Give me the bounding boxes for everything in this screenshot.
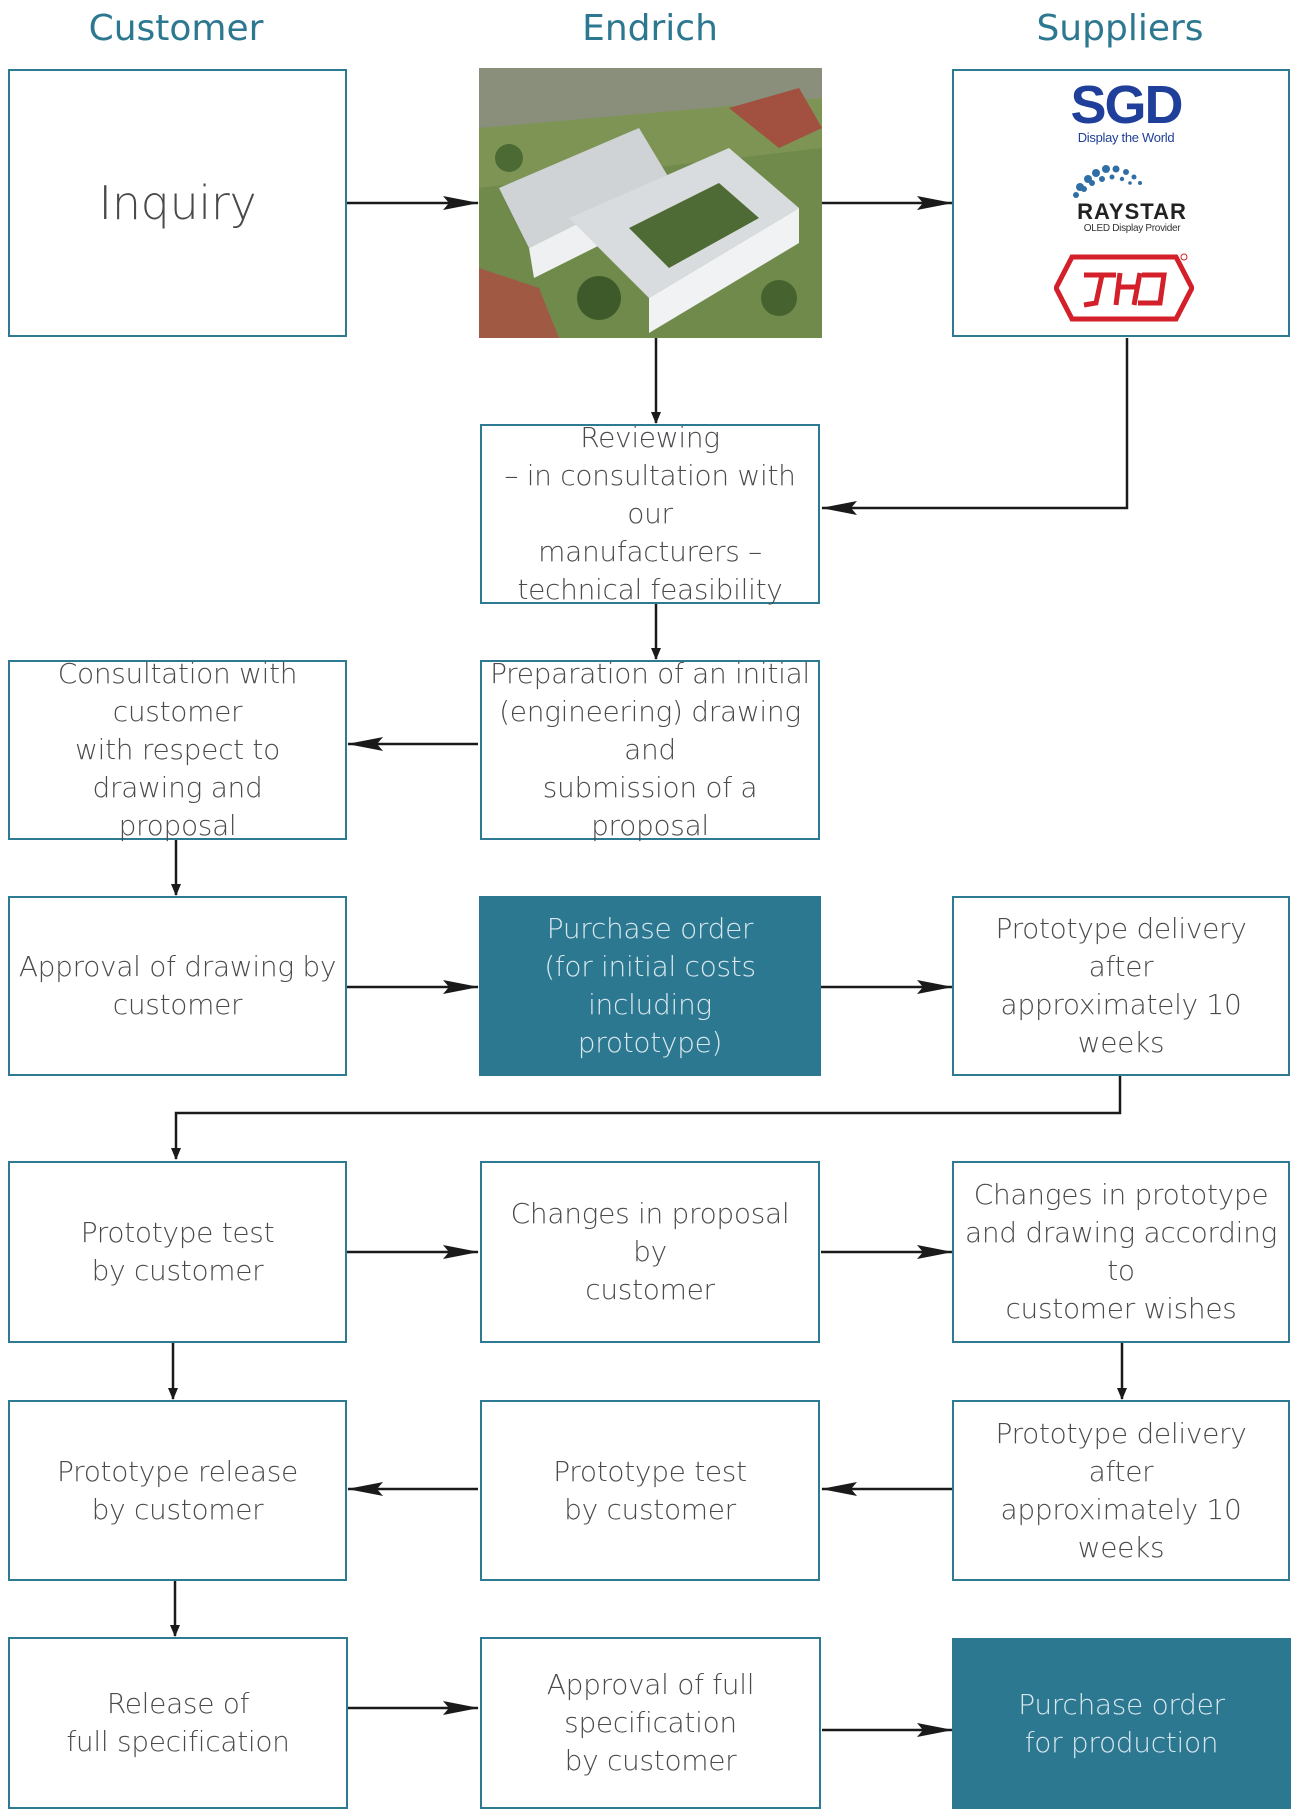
inquiry-label: Inquiry [98,176,257,230]
changes-prototype-box: Changes in prototype and drawing accordi… [952,1161,1290,1343]
prototype-test-1-box: Prototype test by customer [8,1161,347,1343]
inquiry-box: Inquiry [8,69,347,337]
sgd-logo-tagline: Display the World [1077,130,1175,145]
raystar-dots-icon [1073,165,1142,198]
column-header-customer: Customer [88,8,264,49]
suppliers-logos: SGD Display the World RAYSTAR OLED Displ… [954,69,1288,337]
release-spec-label: Release of full specification [66,1687,290,1758]
suppliers-logos-box: SGD Display the World RAYSTAR OLED Displ… [952,69,1290,337]
column-header-endrich: Endrich [582,8,718,49]
approval-drawing-label: Approval of drawing by customer [18,950,337,1021]
sgd-logo-name: SGD [1070,75,1183,135]
prototype-delivery-2-box: Prototype delivery after approximately 1… [952,1400,1290,1581]
approval-drawing-box: Approval of drawing by customer [8,896,347,1076]
prototype-test-2-box: Prototype test by customer [480,1400,820,1581]
endrich-building-photo [479,68,822,338]
raystar-logo-name: RAYSTAR [1077,199,1187,224]
prototype-test-1-label: Prototype test by customer [80,1216,275,1287]
preparation-box: Preparation of an initial (engineering) … [480,657,820,842]
prototype-delivery-1-box: Prototype delivery after approximately 1… [952,896,1290,1076]
prototype-delivery-2-label: Prototype delivery after approximately 1… [995,1416,1247,1564]
prototype-delivery-1-label: Prototype delivery after approximately 1… [995,912,1247,1059]
purchase-order-production-label: Purchase order for production [1018,1687,1225,1759]
approval-spec-box: Approval of full specification by custom… [480,1637,821,1809]
reviewing-label: Reviewing – in consultation with our man… [504,421,796,606]
raystar-logo: RAYSTAR OLED Display Provider [1052,157,1212,237]
approval-spec-label: Approval of full specification by custom… [546,1668,755,1777]
jhd-logo-icon [1054,253,1194,322]
prototype-test-2-label: Prototype test by customer [553,1454,747,1526]
consultation-label: Consultation with customer with respect … [57,657,298,842]
purchase-order-initial-label: Purchase order (for initial costs includ… [544,912,756,1059]
changes-prototype-label: Changes in prototype and drawing accordi… [964,1178,1278,1325]
purchase-order-production-box: Purchase order for production [952,1638,1291,1809]
preparation-label: Preparation of an initial (engineering) … [490,657,810,842]
arrow-delivery-to-test [171,1076,1122,1160]
prototype-release-box: Prototype release by customer [8,1400,347,1581]
changes-proposal-box: Changes in proposal by customer [480,1161,820,1343]
reviewing-box: Reviewing – in consultation with our man… [480,421,820,606]
purchase-order-initial-box: Purchase order (for initial costs includ… [479,896,821,1076]
arrow-suppliers-to-reviewing [821,338,1129,515]
sgd-logo: SGD Display the World [1046,75,1206,149]
raystar-logo-tagline: OLED Display Provider [1083,223,1181,234]
column-header-suppliers: Suppliers [1036,8,1204,49]
prototype-release-label: Prototype release by customer [57,1454,298,1526]
consultation-box: Consultation with customer with respect … [8,657,347,842]
changes-proposal-label: Changes in proposal by customer [510,1197,790,1306]
release-spec-box: Release of full specification [8,1637,348,1809]
